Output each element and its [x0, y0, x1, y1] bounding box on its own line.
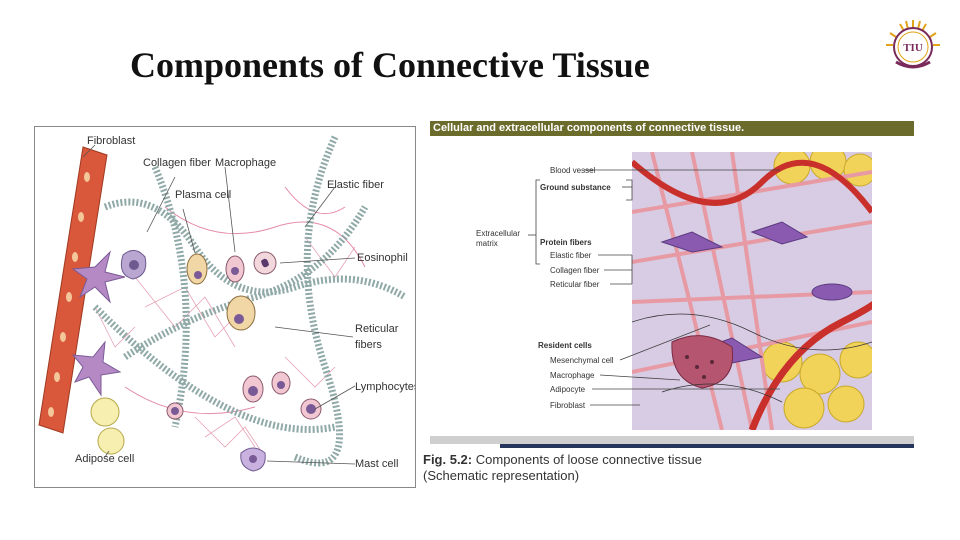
- figure-divider-navy: [500, 444, 914, 448]
- label-r-fibroblast: Fibroblast: [550, 401, 586, 410]
- label-fibroblast: Fibroblast: [87, 135, 136, 147]
- left-diagram-art: [38, 135, 407, 472]
- left-connective-tissue-diagram: Fibroblast Collagen fiber Macrophage Pla…: [34, 126, 416, 488]
- label-adipocyte: Adipocyte: [550, 385, 586, 394]
- label-extracellular: Extracellular: [476, 229, 521, 238]
- label-ground-substance: Ground substance: [540, 183, 611, 192]
- right-tissue-illustration: [632, 152, 872, 430]
- label-r-macrophage: Macrophage: [550, 371, 595, 380]
- right-figure-header-text: Cellular and extracellular components of…: [433, 122, 745, 134]
- label-protein-fibers: Protein fibers: [540, 238, 592, 247]
- label-r-collagen-fiber: Collagen fiber: [550, 266, 600, 275]
- label-matrix: matrix: [476, 239, 498, 248]
- label-collagen-fiber: Collagen fiber: [143, 157, 211, 169]
- label-mesenchymal-cell: Mesenchymal cell: [550, 356, 614, 365]
- label-plasma-cell: Plasma cell: [175, 189, 232, 201]
- right-leader-lines: [528, 169, 780, 406]
- slide-title: Components of Connective Tissue: [130, 45, 650, 85]
- label-lymphocytes: Lymphocytes: [355, 381, 416, 393]
- right-illustration-art: [632, 152, 872, 430]
- label-adipose-cell: Adipose cell: [75, 453, 135, 465]
- label-macrophage: Macrophage: [215, 157, 277, 169]
- label-reticular-fiber: Reticular fiber: [550, 280, 600, 289]
- label-mast-cell: Mast cell: [355, 458, 399, 470]
- caption-text: Components of loose connective tissue (S…: [423, 452, 702, 483]
- university-logo: TIU: [886, 20, 940, 69]
- label-r-elastic-fiber: Elastic fiber: [550, 251, 592, 260]
- logo-text: TIU: [903, 42, 923, 54]
- right-figure-header: Cellular and extracellular components of…: [430, 121, 914, 136]
- caption-fig-number: Fig. 5.2:: [423, 452, 473, 467]
- label-resident-cells: Resident cells: [538, 341, 592, 350]
- label-elastic-fiber: Elastic fiber: [327, 179, 384, 191]
- figure-divider-gray: [430, 436, 914, 444]
- label-reticular: Reticular: [355, 323, 399, 335]
- label-blood-vessel: Blood vessel: [550, 166, 596, 175]
- label-eosinophil: Eosinophil: [357, 252, 408, 264]
- label-fibers: fibers: [355, 339, 382, 351]
- figure-caption: Fig. 5.2: Components of loose connective…: [423, 452, 753, 484]
